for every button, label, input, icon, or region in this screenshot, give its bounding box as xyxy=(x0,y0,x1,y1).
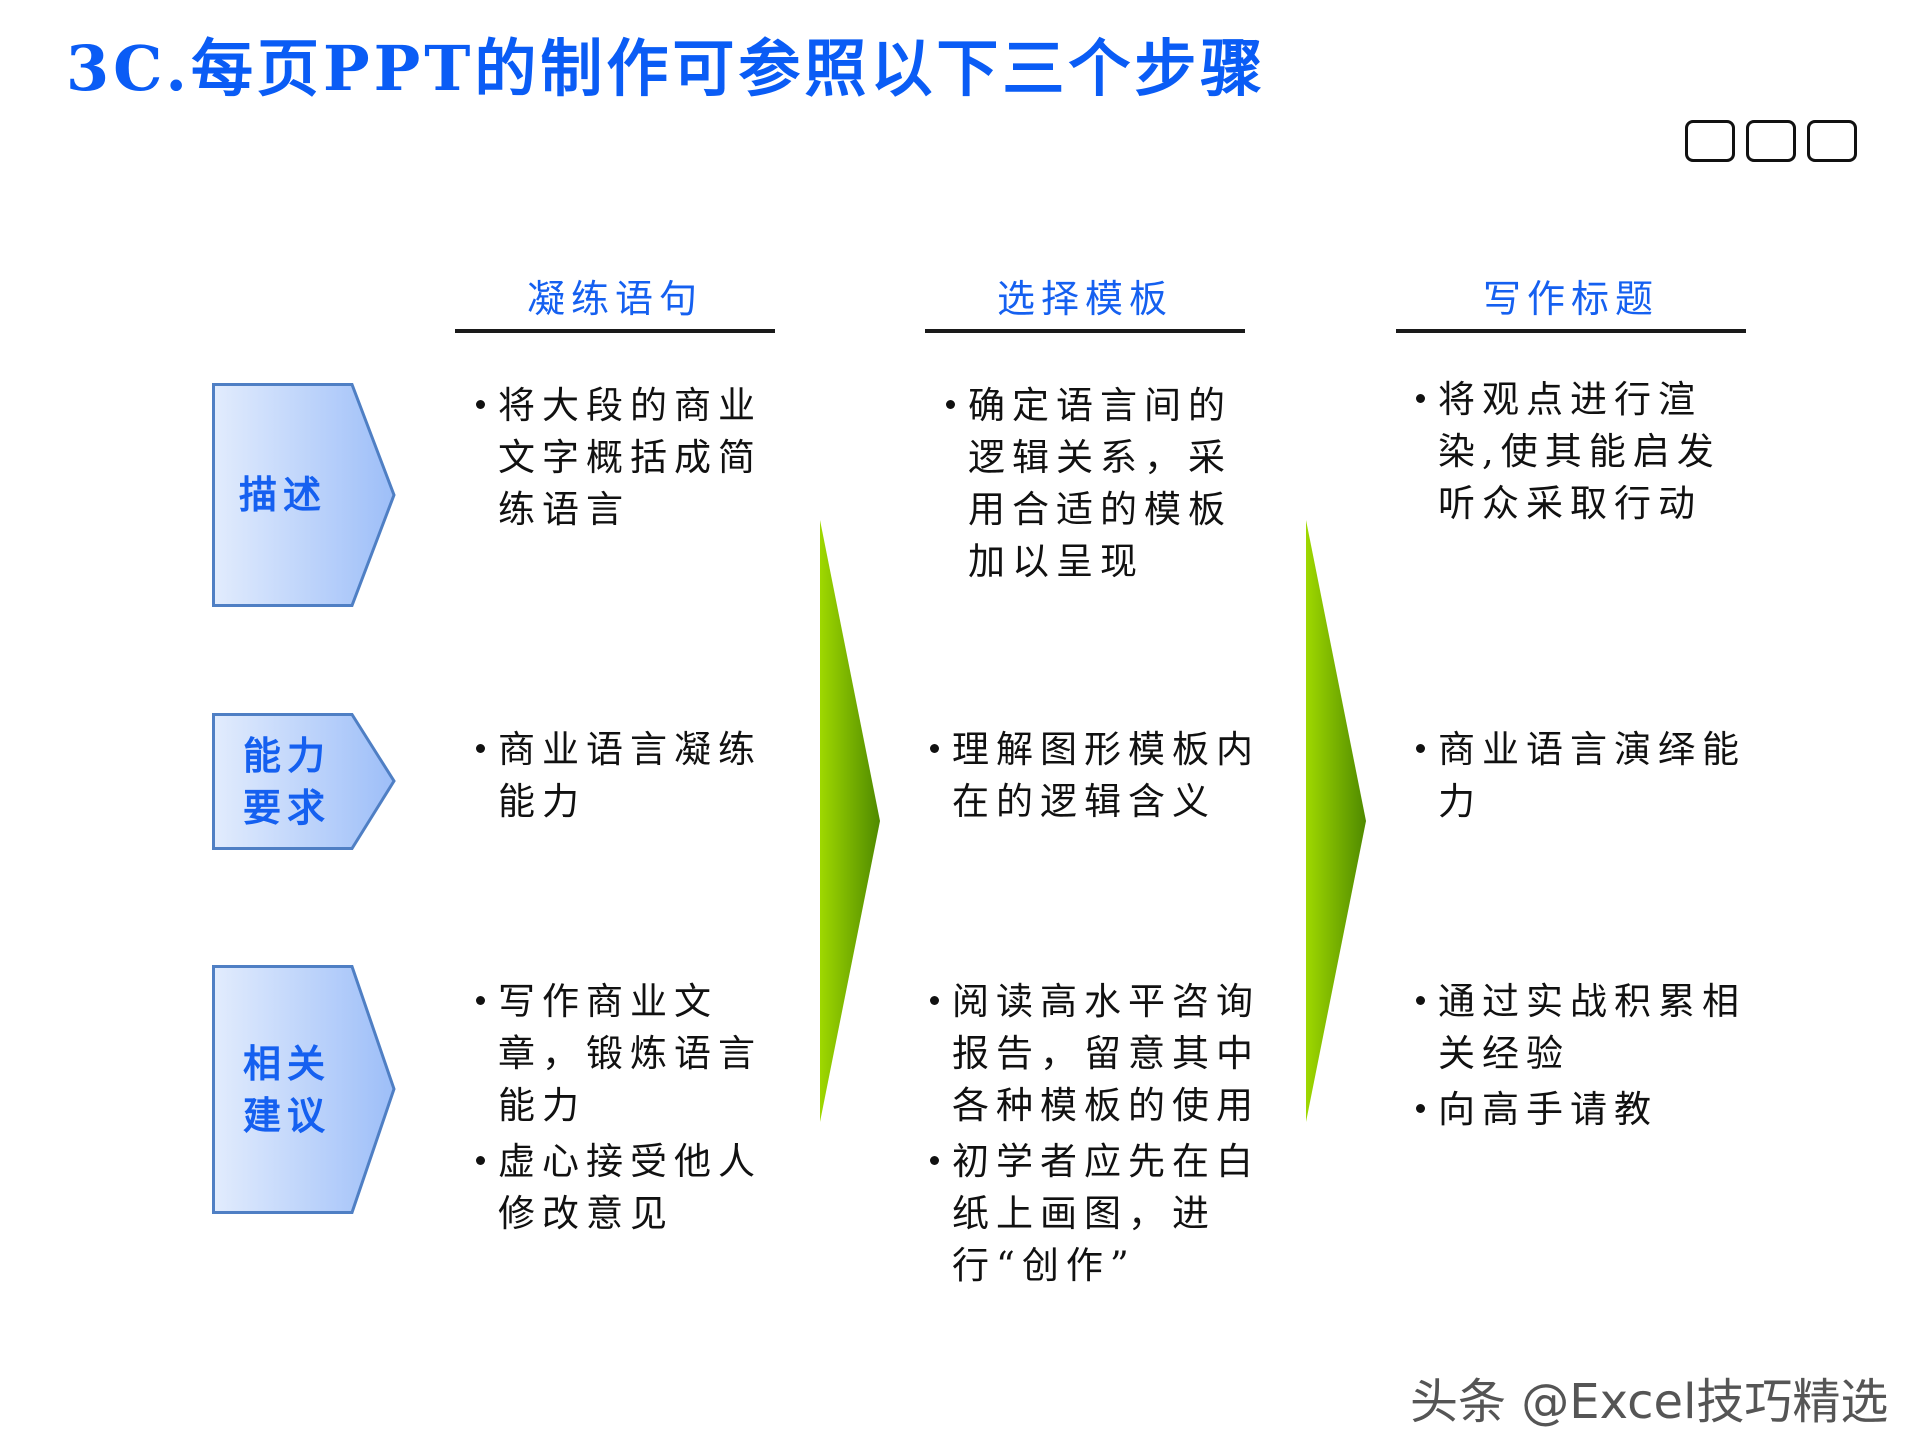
bullet-item: 将大段的商业文字概括成简练语言 xyxy=(474,380,794,536)
bullet-item: 将观点进行渲染,使其能启发听众采取行动 xyxy=(1414,374,1764,530)
column-header: 写作标题 xyxy=(1482,277,1659,321)
column-header: 选择模板 xyxy=(996,277,1173,321)
bullet-item: 写作商业文章，锻炼语言能力 xyxy=(474,976,794,1132)
bullet-item: 阅读高水平咨询报告，留意其中各种模板的使用 xyxy=(928,976,1268,1132)
bullet-item: 初学者应先在白纸上画图，进行“创作” xyxy=(928,1136,1268,1292)
bullet-item: 商业语言演绎能力 xyxy=(1414,724,1754,828)
bullet-item: 确定语言间的逻辑关系，采用合适的模板加以呈现 xyxy=(944,380,1244,588)
column-header: 凝练语句 xyxy=(526,277,703,321)
cell: 确定语言间的逻辑关系，采用合适的模板加以呈现 xyxy=(944,380,1244,592)
row-label-ability: 能力要求 xyxy=(212,713,396,850)
nav-box-3 xyxy=(1807,120,1857,162)
column-divider xyxy=(455,329,775,333)
cell: 写作商业文章，锻炼语言能力虚心接受他人修改意见 xyxy=(474,976,794,1244)
green-arrow-icon xyxy=(820,520,880,1122)
bullet-item: 理解图形模板内在的逻辑含义 xyxy=(928,724,1268,828)
cell: 商业语言演绎能力 xyxy=(1414,724,1754,832)
cell: 将观点进行渲染,使其能启发听众采取行动 xyxy=(1414,374,1764,534)
cell: 通过实战积累相关经验向高手请教 xyxy=(1414,976,1754,1140)
bullet-item: 商业语言凝练能力 xyxy=(474,724,794,828)
bullet-item: 通过实战积累相关经验 xyxy=(1414,976,1754,1080)
cell: 阅读高水平咨询报告，留意其中各种模板的使用初学者应先在白纸上画图，进行“创作” xyxy=(928,976,1268,1296)
bullet-item: 虚心接受他人修改意见 xyxy=(474,1136,794,1240)
row-label-description: 描述 xyxy=(212,383,396,607)
nav-box-2 xyxy=(1746,120,1796,162)
watermark: 头条 @Excel技巧精选 xyxy=(1410,1374,1889,1430)
bullet-item: 向高手请教 xyxy=(1414,1084,1754,1136)
row-label-suggestions: 相关建议 xyxy=(212,965,396,1214)
column-divider xyxy=(1396,329,1746,333)
cell: 理解图形模板内在的逻辑含义 xyxy=(928,724,1268,832)
cell: 商业语言凝练能力 xyxy=(474,724,794,832)
row-label-text: 能力要求 xyxy=(242,732,331,830)
cell: 将大段的商业文字概括成简练语言 xyxy=(474,380,794,540)
page-title: 3C.每页PPT的制作可参照以下三个步骤 xyxy=(66,32,1267,105)
row-label-text: 相关建议 xyxy=(242,1040,331,1138)
green-arrow-icon xyxy=(1306,520,1366,1122)
nav-box-1 xyxy=(1685,120,1735,162)
column-divider xyxy=(925,329,1245,333)
